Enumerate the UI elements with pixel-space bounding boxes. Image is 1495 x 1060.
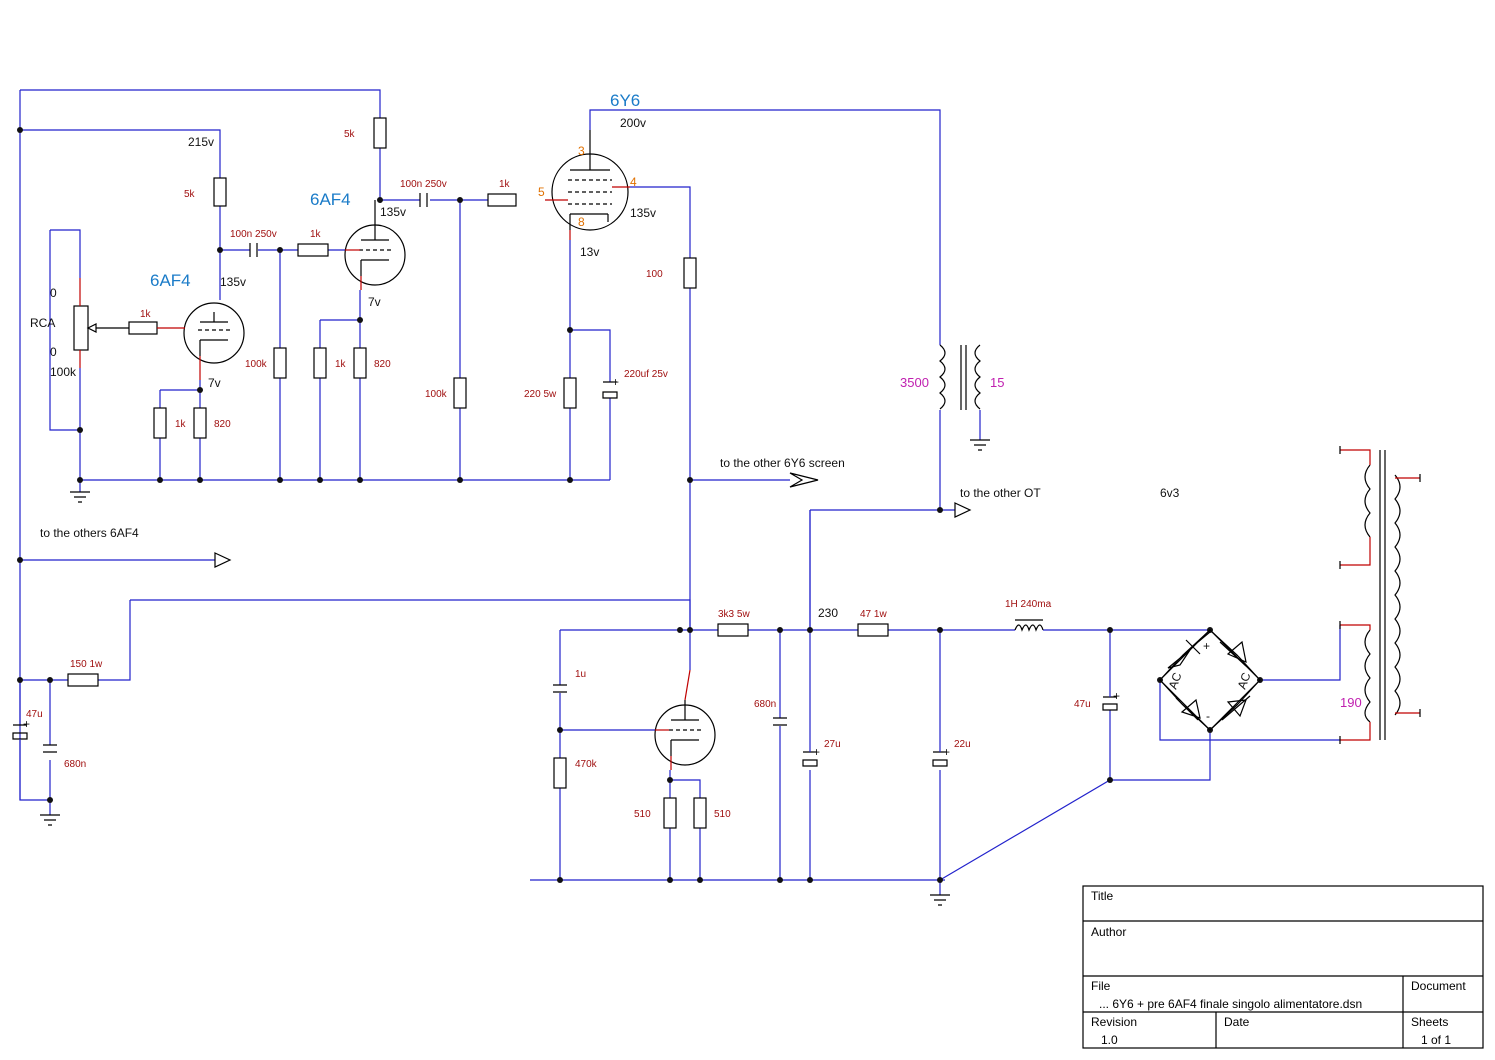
sheets-value: 1 of 1 [1421, 1033, 1451, 1047]
label-r1k-c: 1k [140, 309, 152, 320]
pin-5-label: 5 [538, 185, 545, 199]
label-bridge-plus: + [1203, 639, 1210, 653]
label-ot-secondary: 15 [990, 375, 1004, 390]
voltage-135-v2: 135v [380, 205, 406, 219]
sheets-label: Sheets [1411, 1015, 1448, 1029]
label-bridge-minus: - [1206, 709, 1210, 723]
output-transformer [939, 344, 990, 451]
file-label: File [1091, 979, 1111, 993]
label-r150: 150 1w [70, 659, 103, 670]
port-other-ot: to the other OT [960, 486, 1041, 500]
label-r1k-e: 1k [175, 419, 187, 430]
label-r100k-b: 100k [425, 389, 448, 400]
pin-4-label: 4 [630, 175, 637, 189]
tube-v1 [157, 302, 245, 380]
label-c47u-b: 47u [1074, 699, 1091, 710]
svg-text:+: + [943, 745, 950, 759]
junctions [17, 127, 1263, 883]
potentiometer [79, 278, 129, 368]
tube-v3-label: 6Y6 [610, 91, 640, 110]
voltage-135-v1: 135v [220, 275, 246, 289]
label-pt-secondary: 190 [1340, 695, 1362, 710]
label-bridge-ac2: AC [1235, 670, 1254, 691]
svg-text:+: + [23, 717, 30, 731]
tube-v3 [545, 130, 630, 240]
svg-text:+: + [1113, 689, 1120, 703]
label-r820-b: 820 [374, 359, 391, 370]
label-choke: 1H 240ma [1005, 599, 1052, 610]
label-r5k-a: 5k [184, 189, 196, 200]
file-value: ... 6Y6 + pre 6AF4 finale singolo alimen… [1099, 997, 1362, 1011]
port-others-6af4: to the others 6AF4 [40, 526, 139, 540]
label-r470k: 470k [575, 759, 598, 770]
title-label: Title [1091, 889, 1114, 903]
label-r100: 100 [646, 269, 663, 280]
label-c1u: 1u [575, 669, 586, 680]
voltage-230: 230 [818, 606, 838, 620]
ground-symbols [40, 491, 950, 906]
label-c22u: 22u [954, 739, 971, 750]
capacitors [12, 193, 1118, 800]
label-c220u: 220uf 25v [624, 369, 668, 380]
choke [1014, 619, 1044, 632]
label-rca: RCA [30, 316, 55, 330]
label-r47: 47 1w [860, 609, 887, 620]
label-c680n-a: 680n [64, 759, 86, 770]
label-r3k3: 3k3 5w [718, 609, 750, 620]
author-label: Author [1091, 925, 1126, 939]
tube-v2 [344, 200, 406, 290]
svg-text:+: + [612, 375, 619, 389]
tube-v1-label: 6AF4 [150, 271, 191, 290]
tube-v2-label: 6AF4 [310, 190, 351, 209]
voltage-6v3: 6v3 [1160, 486, 1180, 500]
pin-8-label: 8 [578, 215, 585, 229]
port-other-6y6-screen: to the other 6Y6 screen [720, 456, 845, 470]
label-r100k-a: 100k [245, 359, 268, 370]
label-r820-a: 820 [214, 419, 231, 430]
voltage-200: 200v [620, 116, 646, 130]
revision-value: 1.0 [1101, 1033, 1118, 1047]
svg-text:+: + [813, 745, 820, 759]
label-pot: 100k [50, 365, 77, 379]
port-arrows [214, 472, 972, 568]
label-r5k-b: 5k [344, 129, 356, 140]
electrolytic-plus-signs: + + + + + [23, 375, 1120, 759]
label-c27u: 27u [824, 739, 841, 750]
label-c100n-a: 100n 250v [230, 229, 277, 240]
label-c47u-a: 47u [26, 709, 43, 720]
pin-3-label: 3 [578, 144, 585, 158]
voltage-13: 13v [580, 245, 599, 259]
label-r510-b: 510 [714, 809, 731, 820]
resistors [67, 117, 889, 829]
label-ot-primary: 3500 [900, 375, 929, 390]
document-label: Document [1411, 979, 1466, 993]
title-block [1082, 885, 1484, 1049]
voltage-215: 215v [188, 135, 214, 149]
voltage-135-v3: 135v [630, 206, 656, 220]
label-r510-a: 510 [634, 809, 651, 820]
label-bridge-ac1: AC [1166, 670, 1185, 691]
label-zero-bottom: 0 [50, 345, 57, 359]
date-label: Date [1224, 1015, 1250, 1029]
label-zero-top: 0 [50, 286, 57, 300]
wires [19, 89, 1341, 895]
label-r1k-d: 1k [335, 359, 347, 370]
tube-v4 [654, 669, 716, 770]
label-r220: 220 5w [524, 389, 557, 400]
label-r1k-a: 1k [310, 229, 322, 240]
label-r1k-b: 1k [499, 179, 511, 190]
voltage-7-v2: 7v [368, 295, 381, 309]
label-c680n-b: 680n [754, 699, 776, 710]
voltage-7-v1: 7v [208, 376, 221, 390]
label-c100n-b: 100n 250v [400, 179, 447, 190]
revision-label: Revision [1091, 1015, 1137, 1029]
power-transformer [1339, 446, 1421, 744]
bridge-rectifier [1159, 629, 1261, 731]
